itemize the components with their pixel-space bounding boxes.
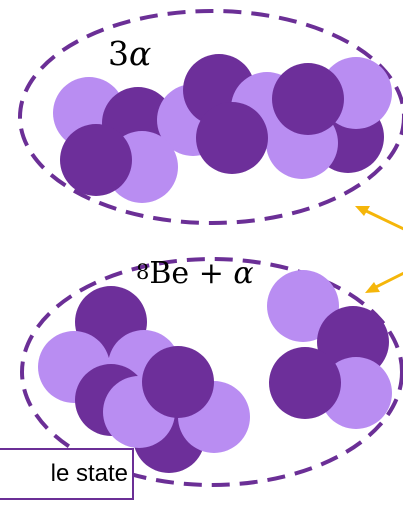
state-label-text: le state (51, 460, 128, 487)
three-alpha-label: 3α (108, 34, 151, 73)
three-alpha-number: 3 (108, 34, 129, 73)
nucleon-dark (272, 63, 344, 135)
arrows (355, 206, 403, 293)
arrow-line-top (362, 209, 403, 232)
plus-operator: + (189, 256, 233, 291)
alpha-symbol: α (233, 256, 253, 291)
state-label-box: le state (0, 448, 134, 500)
mass-number: 8 (136, 260, 149, 284)
three-alpha-symbol: α (129, 34, 151, 73)
nucleon-dark (196, 102, 268, 174)
bottom-cluster-nucleons (38, 270, 392, 473)
beryllium-alpha-label: 8Be + α (136, 256, 254, 291)
nucleon-dark (269, 347, 341, 419)
nucleon-dark (60, 124, 132, 196)
top-cluster-nucleons (53, 54, 392, 203)
beryllium-symbol: Be (149, 256, 189, 291)
arrow-line-bottom (372, 270, 403, 289)
nucleon-dark (142, 346, 214, 418)
